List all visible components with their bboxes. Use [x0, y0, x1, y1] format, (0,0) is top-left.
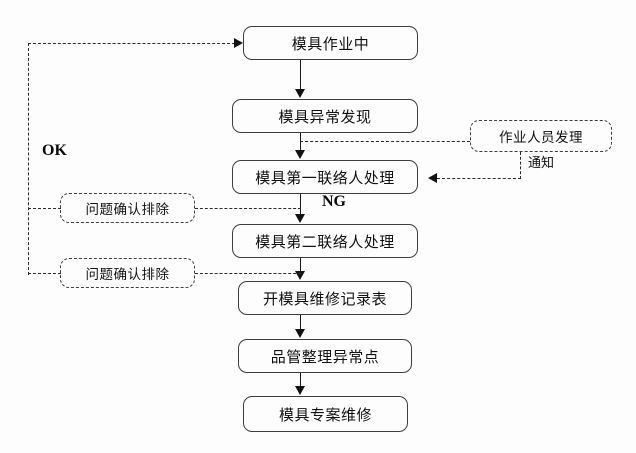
- arrowhead-n1-n2: [295, 89, 305, 98]
- node-second-contact-handling[interactable]: 模具第二联络人处理: [232, 224, 418, 258]
- connector-n1-n2: [300, 60, 301, 90]
- connector-spine-to-issue-2: [28, 273, 61, 274]
- connector-n3-n4: [300, 194, 301, 215]
- node-mold-operating[interactable]: 模具作业中: [243, 26, 418, 60]
- arrowhead-n3-n4: [295, 214, 305, 223]
- connector-notify-left: [437, 178, 521, 179]
- node-first-contact-handling[interactable]: 模具第一联络人处理: [232, 160, 418, 194]
- label-notify: 通知: [528, 156, 555, 171]
- arrowhead-ok-return-top: [234, 38, 243, 48]
- node-issue-confirm-resolved-1[interactable]: 问题确认排除: [60, 193, 195, 223]
- connector-n2-n3: [300, 133, 301, 151]
- node-qc-collect-abnormal[interactable]: 品管整理异常点: [238, 339, 412, 373]
- connector-flow-to-operator: [300, 141, 470, 142]
- label-ng: NG: [322, 193, 346, 210]
- connector-issue-1-to-flow: [195, 208, 301, 209]
- arrowhead-n6-n7: [295, 386, 305, 395]
- node-mold-project-repair[interactable]: 模具专案维修: [243, 396, 408, 432]
- connector-notify-down: [520, 152, 521, 179]
- connector-ok-return-top: [28, 43, 235, 44]
- connector-issue-2-to-flow: [195, 273, 301, 274]
- arrowhead-n4-n5: [295, 271, 305, 280]
- arrowhead-notify-into-first-contact: [428, 173, 437, 183]
- label-ok: OK: [42, 142, 67, 159]
- connector-spine-to-issue-1: [28, 208, 61, 209]
- arrowhead-n5-n6: [295, 329, 305, 338]
- arrowhead-n2-n3: [295, 150, 305, 159]
- connector-n5-n6: [300, 315, 301, 330]
- connector-n4-n5: [300, 258, 301, 272]
- connector-ok-spine: [28, 43, 29, 275]
- node-abnormality-found[interactable]: 模具异常发现: [232, 99, 418, 133]
- node-operator-handling[interactable]: 作业人员发理: [470, 120, 612, 152]
- node-issue-confirm-resolved-2[interactable]: 问题确认排除: [60, 258, 195, 288]
- node-open-repair-record[interactable]: 开模具维修记录表: [238, 281, 412, 315]
- connector-n6-n7: [300, 373, 301, 387]
